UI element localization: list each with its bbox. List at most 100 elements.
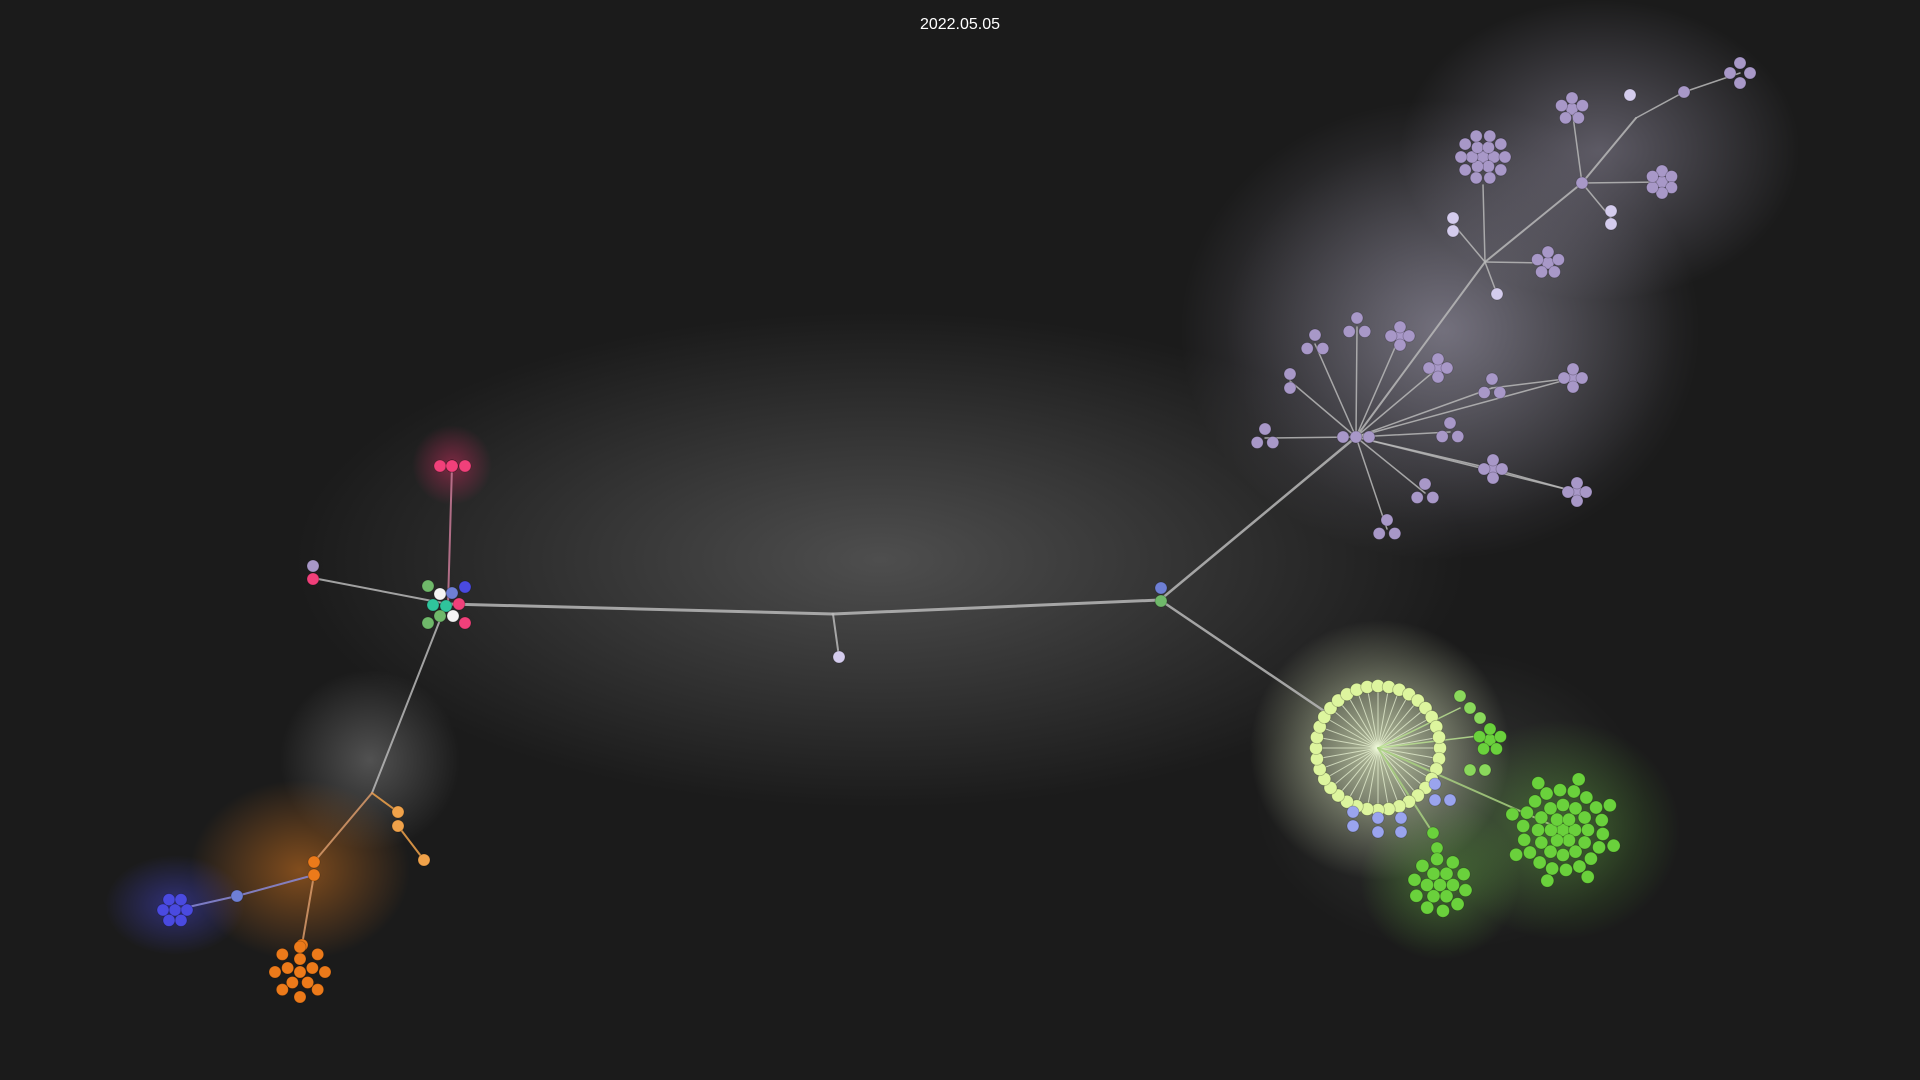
purple-upper-node-113[interactable] [1454, 150, 1468, 164]
purple-node-69[interactable] [1283, 367, 1297, 381]
orange-cluster-node-39[interactable] [281, 961, 295, 975]
purple-upper-node-126[interactable] [1531, 253, 1544, 267]
purple-node-78[interactable] [1493, 386, 1507, 399]
purple-upper-node-115[interactable] [1469, 129, 1483, 143]
trunk-leaf-0[interactable] [832, 650, 846, 664]
purple-upper-node-133[interactable] [1555, 99, 1568, 113]
purple-node-92[interactable] [1566, 362, 1580, 376]
blue-cluster-node-26[interactable] [168, 903, 182, 917]
purple-upper-node-141[interactable] [1604, 204, 1618, 218]
green-large-node-223[interactable] [1577, 810, 1592, 825]
green-small-node-258[interactable] [1439, 866, 1454, 881]
purple-node-100[interactable] [1561, 485, 1575, 499]
purple-node-86[interactable] [1426, 491, 1440, 504]
green-node-201[interactable] [1463, 701, 1477, 715]
orange-cluster-node-41[interactable] [311, 983, 325, 997]
green-small-node-259[interactable] [1458, 883, 1473, 898]
purple-upper-node-109[interactable] [1494, 163, 1508, 177]
green-large-node-247[interactable] [1531, 776, 1546, 791]
purple-node-61[interactable] [1402, 329, 1416, 343]
purple-upper-node-125[interactable] [1535, 265, 1548, 279]
purple-upper-node-147[interactable] [1733, 76, 1747, 90]
green-large-node-211[interactable] [1562, 812, 1576, 827]
purple-upper-node-145[interactable] [1733, 56, 1747, 70]
purple-node-83[interactable] [1486, 471, 1500, 485]
green-large-node-235[interactable] [1528, 794, 1542, 809]
green-large-node-227[interactable] [1572, 859, 1587, 874]
green-large-node-249[interactable] [1602, 798, 1617, 813]
green-large-node-232[interactable] [1517, 832, 1532, 847]
blue-cluster-node-27[interactable] [180, 903, 194, 917]
orange-leaf-20[interactable] [391, 805, 405, 819]
periwinkle-node-193[interactable] [1428, 793, 1442, 807]
node-layer[interactable] [156, 56, 1757, 1004]
green-large-node-215[interactable] [1556, 848, 1570, 862]
green-large-node-239[interactable] [1579, 790, 1594, 805]
green-large-node-226[interactable] [1584, 851, 1598, 866]
left-hub-node-13[interactable] [426, 598, 440, 612]
green-small-node-251[interactable] [1430, 841, 1444, 855]
green-large-node-243[interactable] [1580, 869, 1595, 884]
green-small-node-261[interactable] [1436, 903, 1450, 918]
green-large-node-241[interactable] [1594, 813, 1609, 828]
green-small-node-263[interactable] [1409, 888, 1424, 903]
blue-cluster-node-29[interactable] [162, 913, 176, 927]
orange-cluster-node-40[interactable] [318, 965, 332, 979]
green-large-node-217[interactable] [1534, 835, 1549, 850]
pink-node-6[interactable] [458, 459, 472, 473]
green-node-200[interactable] [1453, 689, 1467, 703]
green-small-node-250[interactable] [1426, 826, 1440, 840]
left-hub-node-19[interactable] [458, 616, 472, 630]
green-large-node-242[interactable] [1606, 838, 1621, 853]
purple-upper-node-148[interactable] [1723, 66, 1737, 80]
purple-upper-node-132[interactable] [1559, 111, 1572, 125]
green-large-node-229[interactable] [1545, 861, 1560, 876]
purple-node-97[interactable] [1570, 476, 1584, 490]
purple-upper-node-136[interactable] [1665, 170, 1678, 183]
purple-node-89[interactable] [1388, 527, 1402, 540]
purple-upper-node-130[interactable] [1576, 99, 1589, 113]
purple-hub-node-52[interactable] [1362, 430, 1376, 444]
purple-node-99[interactable] [1570, 494, 1584, 508]
purple-upper-node-107[interactable] [1482, 141, 1495, 154]
orange-cluster-node-37[interactable] [301, 976, 315, 989]
green-node-198[interactable] [1477, 742, 1490, 756]
green-node-196[interactable] [1494, 730, 1507, 744]
purple-upper-node-131[interactable] [1572, 111, 1585, 125]
left-hub-node-11[interactable] [445, 586, 459, 600]
green-large-node-212[interactable] [1581, 823, 1595, 837]
orange-cluster-node-35[interactable] [293, 952, 307, 966]
purple-node-76[interactable] [1435, 430, 1449, 443]
green-small-node-254[interactable] [1439, 889, 1454, 904]
green-small-node-256[interactable] [1420, 878, 1434, 892]
green-node-199[interactable] [1473, 730, 1486, 744]
purple-upper-node-103[interactable] [1482, 160, 1495, 173]
purple-upper-node-112[interactable] [1458, 163, 1472, 177]
orange-cluster-node-47[interactable] [311, 947, 325, 961]
periwinkle-node-187[interactable] [1371, 811, 1385, 825]
left-hub-node-16[interactable] [421, 616, 435, 630]
periwinkle-node-185[interactable] [1346, 805, 1360, 819]
purple-node-60[interactable] [1393, 320, 1407, 334]
purple-upper-node-146[interactable] [1743, 66, 1757, 80]
purple-node-68[interactable] [1422, 361, 1436, 375]
left-pair-node-7[interactable] [306, 559, 320, 573]
lime-node-184[interactable] [1432, 730, 1446, 745]
purple-node-65[interactable] [1431, 352, 1445, 366]
purple-upper-node-108[interactable] [1498, 150, 1512, 164]
green-small-node-260[interactable] [1450, 897, 1465, 912]
green-small-node-265[interactable] [1415, 858, 1430, 873]
green-large-node-237[interactable] [1553, 783, 1567, 798]
purple-node-85[interactable] [1418, 477, 1432, 491]
green-large-node-228[interactable] [1559, 862, 1573, 877]
periwinkle-node-188[interactable] [1371, 825, 1385, 839]
purple-node-57[interactable] [1358, 325, 1372, 338]
left-hub-node-14[interactable] [439, 599, 453, 613]
purple-node-90[interactable] [1372, 527, 1386, 540]
purple-hub-node-51[interactable] [1349, 430, 1363, 444]
purple-upper-node-124[interactable] [1548, 265, 1561, 279]
pink-node-4[interactable] [433, 459, 447, 473]
purple-upper-node-123[interactable] [1552, 253, 1565, 267]
green-large-node-246[interactable] [1505, 807, 1520, 822]
